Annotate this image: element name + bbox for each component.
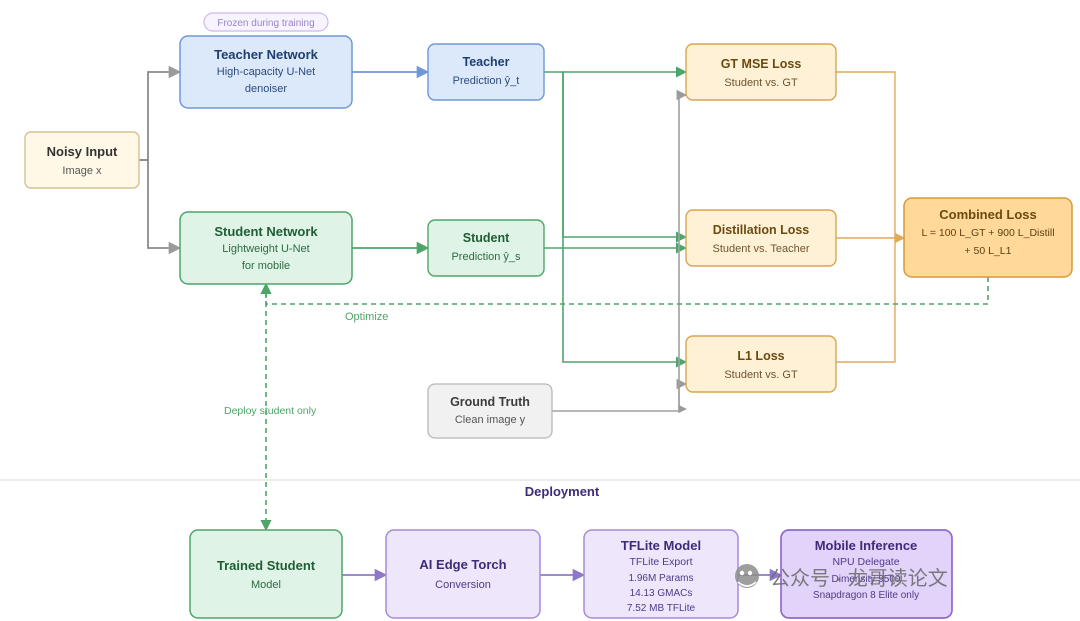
teacher-prediction-to-distillation-connector <box>544 71 688 243</box>
ground-truth-to-l1-connector <box>676 378 688 411</box>
wechat-icon-eye-left <box>739 570 745 576</box>
ai-edge-torch-title: AI Edge Torch <box>419 557 506 572</box>
wechat-icon <box>735 564 759 588</box>
wechat-icon-eye-right <box>747 570 753 576</box>
student-prediction-node: Student Prediction ŷ_s <box>427 219 545 277</box>
combined-loss-node: Combined Loss L = 100 L_GT + 900 L_Disti… <box>903 197 1073 278</box>
l1-loss-title: L1 Loss <box>737 349 784 363</box>
ground-truth-title: Ground Truth <box>450 395 530 409</box>
tflite-model-line-1: TFLite Export <box>629 556 692 568</box>
watermark-text: 公众号 · 龙哥读论文 <box>770 567 948 590</box>
distillation-loss-line-1: Student vs. Teacher <box>712 243 809 255</box>
l1-loss-line-1: Student vs. GT <box>724 369 798 381</box>
gt-mse-loss-line-1: Student vs. GT <box>724 77 798 89</box>
student-network-node: Student Network Lightweight U-Net for mo… <box>179 211 353 285</box>
combined-loss-line-1: L = 100 L_GT + 900 L_Distill <box>921 227 1054 239</box>
gt-mse-loss-node: GT MSE Loss Student vs. GT <box>685 43 837 101</box>
ai-edge-torch-line-1: Conversion <box>435 579 491 591</box>
student-prediction-to-gt-loss-connector <box>544 66 688 249</box>
combined-loss-line-2: + 50 L_L1 <box>964 245 1011 257</box>
distillation-loss-node: Distillation Loss Student vs. Teacher <box>685 209 837 267</box>
tflite-model-node: TFLite Model TFLite Export 1.96M Params … <box>583 529 739 619</box>
gt-mse-loss-title: GT MSE Loss <box>721 57 802 71</box>
frozen-badge <box>203 12 329 32</box>
teacher-network-node: Teacher Network High-capacity U-Net deno… <box>179 35 353 109</box>
l1-to-combined-connector <box>836 233 905 363</box>
mobile-inference-line-1: NPU Delegate <box>832 556 899 568</box>
tflite-model-line-3: 14.13 GMACs <box>630 588 693 599</box>
input-to-teacher-connector <box>139 65 182 161</box>
tflite-model-title: TFLite Model <box>621 538 701 553</box>
ground-truth-node: Ground Truth Clean image y <box>427 383 553 439</box>
optimize-dashed-loop <box>260 277 989 305</box>
teacher-prediction-node: Teacher Prediction ŷ_t <box>427 43 545 101</box>
teacher-network-line-1: High-capacity U-Net <box>217 66 315 78</box>
noisy-input-title: Noisy Input <box>47 144 118 159</box>
mobile-inference-line-2: Dimensity 9500 <box>832 574 901 585</box>
wechat-icon-mouth <box>737 581 757 587</box>
student-network-line-2: for mobile <box>242 260 290 272</box>
student-prediction-line-1: Prediction ŷ_s <box>451 251 521 263</box>
teacher-network-line-2: denoiser <box>245 83 288 95</box>
mobile-inference-node: Mobile Inference NPU Delegate Dimensity … <box>780 529 953 619</box>
trained-student-node: Trained Student Model <box>189 529 343 619</box>
input-to-student-connector <box>139 159 182 255</box>
frozen-badge-label: Frozen during training <box>217 18 314 29</box>
teacher-prediction-line-1: Prediction ŷ_t <box>453 75 520 87</box>
watermark: 公众号 · 龙哥读论文 <box>735 564 948 590</box>
ground-truth-vertical-line <box>678 95 687 414</box>
gt-loss-to-combined-connector <box>836 71 905 243</box>
tflite-model-line-2: 1.96M Params <box>628 573 693 584</box>
ground-truth-to-gt-loss-connector <box>552 89 688 412</box>
mobile-inference-title: Mobile Inference <box>815 538 918 553</box>
deploy-student-only-label: Deploy student only <box>224 405 317 417</box>
ground-truth-line-1: Clean image y <box>455 414 526 426</box>
student-network-line-1: Lightweight U-Net <box>222 243 309 255</box>
tflite-model-line-4: 7.52 MB TFLite <box>627 603 696 614</box>
optimize-label: Optimize <box>345 311 388 323</box>
l1-loss-node: L1 Loss Student vs. GT <box>685 335 837 393</box>
student-network-title: Student Network <box>214 224 318 239</box>
student-prediction-title: Student <box>463 231 510 245</box>
combined-loss-title: Combined Loss <box>939 207 1037 222</box>
trained-student-title: Trained Student <box>217 558 316 573</box>
trained-student-line-1: Model <box>251 579 281 591</box>
teacher-prediction-title: Teacher <box>462 55 509 69</box>
noisy-input-line-1: Image x <box>62 165 102 177</box>
distillation-loss-title: Distillation Loss <box>713 223 810 237</box>
noisy-input-node: Noisy Input Image x <box>24 131 140 189</box>
ai-edge-torch-node: AI Edge Torch Conversion <box>385 529 541 619</box>
deployment-title: Deployment <box>525 484 600 499</box>
teacher-network-title: Teacher Network <box>214 47 319 62</box>
mobile-inference-line-3: Snapdragon 8 Elite only <box>813 590 919 601</box>
student-prediction-to-l1-connector <box>562 248 688 368</box>
